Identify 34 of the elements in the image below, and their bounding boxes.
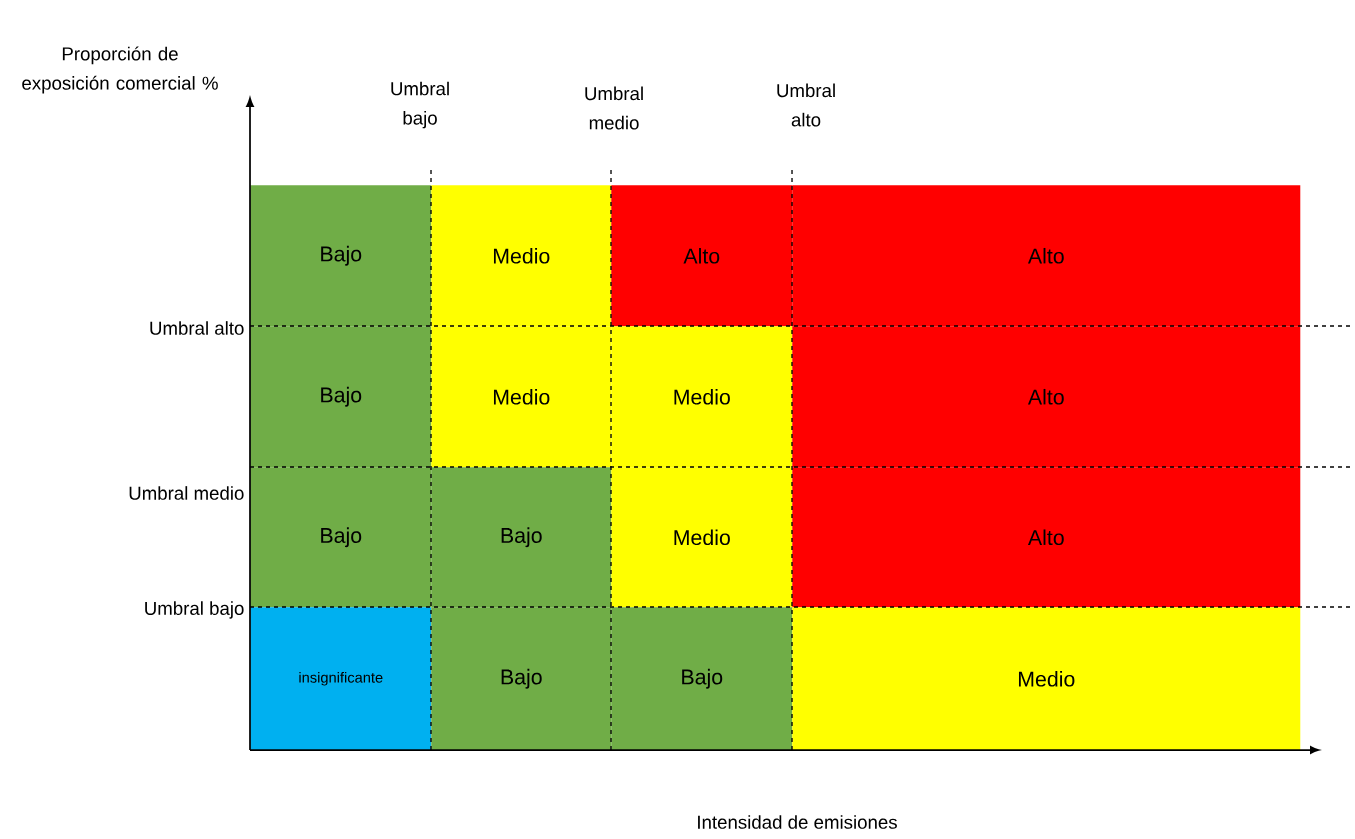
risk-cell: Medio — [431, 185, 612, 327]
risk-cell: Bajo — [250, 467, 432, 608]
risk-cell: Bajo — [250, 326, 432, 468]
node-label: Bajo — [501, 527, 542, 548]
node-label: Bajo — [682, 668, 723, 689]
threshold-label: Umbral bajo — [391, 81, 449, 129]
node-label: Medio — [493, 388, 550, 405]
node-label: Alto — [1027, 247, 1064, 264]
node-label: Bajo — [501, 668, 542, 689]
threshold-label: Umbral alto — [150, 321, 244, 335]
node-label: Alto — [1027, 388, 1064, 405]
node-label: Alto — [1027, 529, 1064, 546]
risk-cell: Alto — [792, 467, 1301, 608]
risk-cell: Medio — [611, 326, 793, 468]
node-label: Bajo — [321, 527, 362, 548]
risk-cell: Medio — [431, 326, 612, 468]
threshold-label: Umbral medio — [585, 86, 643, 130]
risk-cell: Bajo — [431, 607, 612, 751]
node-label: Bajo — [321, 386, 362, 407]
risk-cell: Alto — [611, 185, 793, 327]
threshold-label: Umbral alto — [777, 83, 835, 127]
risk-cell: insignificante — [250, 607, 432, 751]
risk-cell: Bajo — [431, 467, 612, 608]
risk-cell: Bajo — [611, 607, 793, 751]
threshold-label: Umbral bajo — [145, 601, 244, 619]
risk-cell: Medio — [611, 467, 793, 608]
risk-cell: Alto — [792, 326, 1301, 468]
risk-cell: Medio — [792, 607, 1301, 751]
node-label: Medio — [674, 388, 730, 405]
risk-cell: Bajo — [250, 185, 432, 327]
node-label: Medio — [674, 529, 730, 546]
axis-title: Proporción de exposición comercial % — [22, 46, 218, 94]
threshold-label: Umbral medio — [129, 486, 244, 500]
axis-title: Intensidad de emisiones — [698, 815, 897, 829]
